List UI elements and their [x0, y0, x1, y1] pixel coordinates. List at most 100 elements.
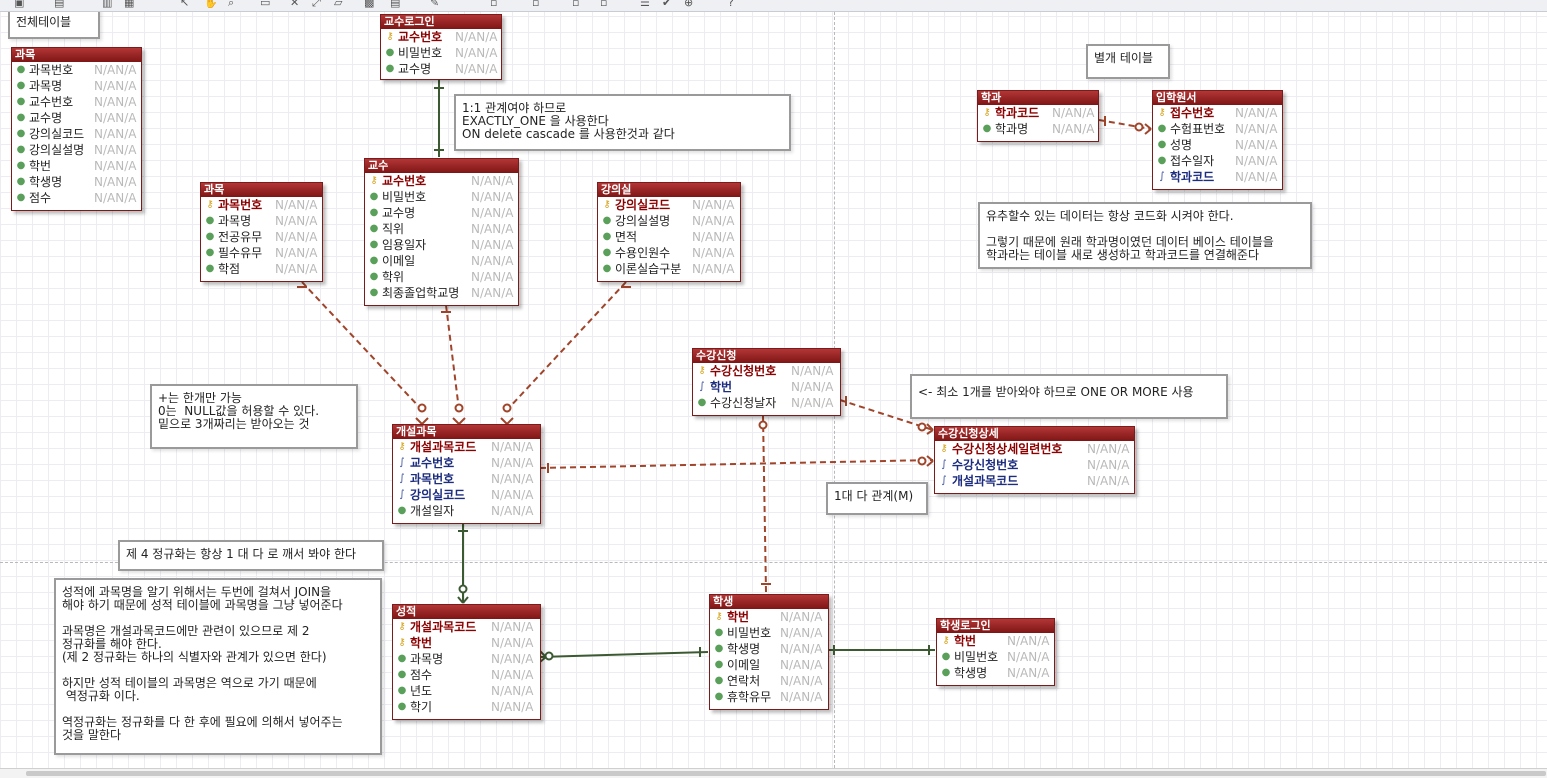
brush-icon[interactable]: ✎ — [430, 0, 440, 9]
relation-crowfoot[interactable] — [926, 460, 934, 467]
relation-zero-mark[interactable] — [417, 403, 427, 413]
relation-line-professor-opened[interactable] — [445, 304, 460, 411]
note-grade-denormalization[interactable]: 성적에 과목명을 알기 위해서는 두번에 걸쳐서 JOIN을 해야 하기 때문에… — [54, 578, 382, 755]
relation-zero-mark[interactable] — [458, 584, 468, 594]
relation-crowfoot[interactable] — [926, 455, 934, 462]
relation-crowfoot[interactable] — [506, 417, 514, 425]
note-tool-icon[interactable]: ▱ — [334, 0, 343, 9]
relation-crowfoot[interactable] — [457, 596, 464, 604]
relation-zero-mark[interactable] — [758, 420, 768, 430]
align-left-icon[interactable]: ▫ — [490, 0, 498, 9]
entity-title[interactable]: 학생로그인 — [937, 619, 1054, 633]
relation-zero-mark[interactable] — [502, 403, 512, 413]
relation-line-opened-detail[interactable] — [539, 459, 934, 469]
hand-icon[interactable]: ✋ — [204, 0, 218, 9]
relation-zero-mark[interactable] — [454, 403, 464, 413]
note-one-to-one[interactable]: 1:1 관계여야 하므로 EXACTLY_ONE 을 사용한다 ON delet… — [454, 94, 791, 151]
help-icon[interactable]: ? — [728, 0, 734, 9]
open-icon[interactable]: ▤ — [54, 0, 65, 9]
relation-crowfoot[interactable] — [539, 650, 547, 658]
link-tool-icon[interactable]: ⤢ — [312, 0, 321, 9]
image-tool-icon[interactable]: ▩ — [364, 0, 375, 9]
relation-line-classroom-opened[interactable] — [506, 281, 627, 411]
check-icon[interactable]: ✔ — [662, 0, 672, 9]
entity-title[interactable]: 성적 — [393, 605, 540, 619]
relation-tool-icon[interactable]: ✕ — [290, 0, 300, 9]
relation-crowfoot[interactable] — [1144, 123, 1152, 130]
align-right-icon[interactable]: ▫ — [572, 0, 580, 9]
relation-crowfoot[interactable] — [500, 417, 508, 425]
note-plus-zero[interactable]: +는 한개만 가능 0는 NULL값을 허용할 수 있다. 밑으로 3개짜리는 … — [150, 384, 358, 449]
relation-line-student-grade[interactable] — [539, 651, 709, 658]
note-fourth-nf[interactable]: 제 4 정규화는 항상 1 대 다 로 깨서 봐야 한다 — [118, 540, 384, 571]
relation-crowfoot[interactable] — [415, 417, 423, 425]
note-code-tip[interactable]: 유추할수 있는 데이터는 항상 코드화 시켜야 한다. 그렇기 때문에 원래 학… — [978, 202, 1312, 269]
entity-title[interactable]: 과목 — [201, 183, 322, 197]
plus-icon[interactable]: ⊕ — [684, 0, 694, 9]
entity-title[interactable]: 입학원서 — [1153, 91, 1282, 105]
horizontal-scrollbar[interactable] — [0, 768, 1547, 778]
distribute-icon[interactable]: ▫ — [600, 0, 608, 9]
relation-line-enroll-detail[interactable] — [839, 399, 934, 431]
relation-crowfoot[interactable] — [452, 417, 460, 425]
note-all-tables[interactable]: 전체테이블 — [8, 8, 100, 39]
relation-zero-mark[interactable] — [544, 651, 554, 661]
note-separate-tables[interactable]: 별개 테이블 — [1086, 44, 1170, 79]
entity-title[interactable]: 과목 — [12, 48, 141, 62]
entity-tool-icon[interactable]: ▭ — [260, 0, 271, 9]
save-icon[interactable]: ▥ — [102, 0, 113, 9]
relation-crowfoot[interactable] — [421, 417, 429, 425]
entity-title[interactable]: 개설과목 — [393, 425, 540, 439]
